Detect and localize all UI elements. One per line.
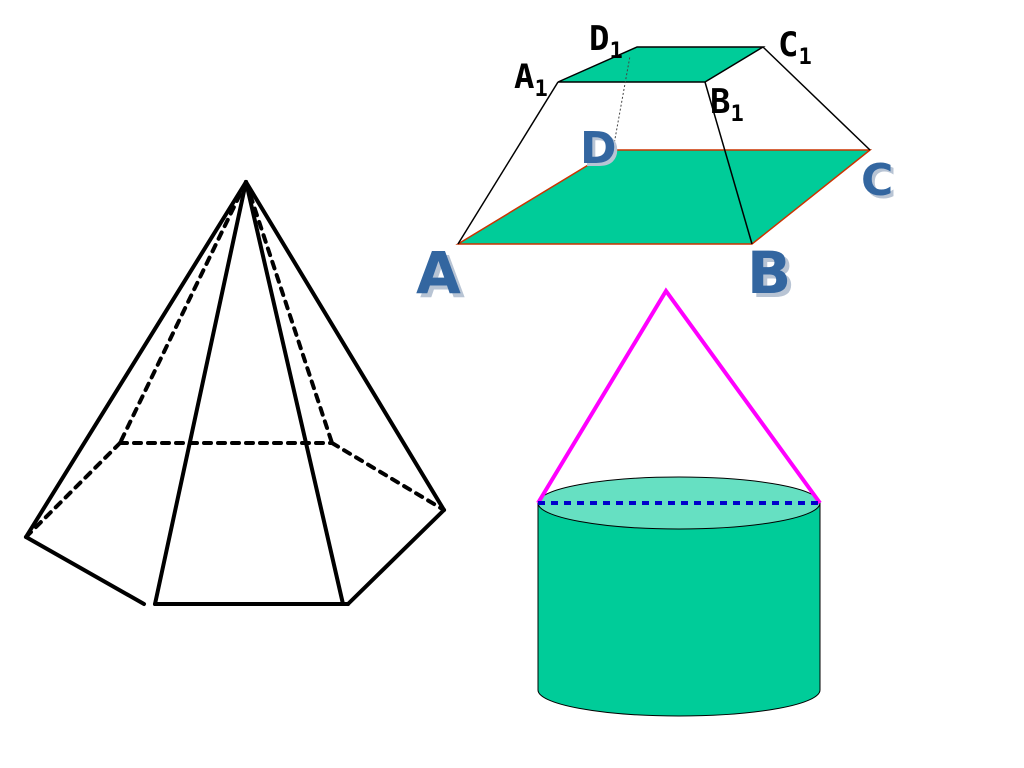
pyramid-lateral-edge [153, 180, 248, 606]
label-c1: C1 [778, 25, 812, 70]
frustum-edge-b-b1 [704, 81, 753, 245]
frustum: A1 D1 C1 B1 D D C C A A B B [416, 19, 896, 311]
label-c-shadow: C [864, 158, 896, 209]
cylinder-body [537, 502, 821, 717]
frustum-bottom-face [455, 149, 873, 245]
pyramid-hidden-base-edge [24, 441, 122, 539]
label-d: D [580, 123, 617, 174]
pyramid-hidden-edge [118, 180, 248, 445]
pyramid-base-edge [346, 508, 446, 606]
pyramid-hidden-edge [244, 180, 334, 445]
hexagonal-pyramid [24, 180, 446, 606]
pyramid-lateral-edge [244, 180, 345, 606]
label-b: B [747, 239, 791, 307]
pyramid-hidden-base-edge [330, 441, 446, 512]
frustum-edge-a-a1 [457, 81, 559, 245]
label-d1: D1 [589, 19, 623, 64]
frustum-edge-c-c1 [762, 46, 871, 151]
label-b1: B1 [710, 82, 744, 127]
pyramid-lateral-edge [24, 180, 248, 539]
cylinder-with-cone [536, 287, 822, 717]
label-a1: A1 [514, 57, 548, 102]
label-d-shadow: D [583, 126, 620, 177]
label-a: A [416, 239, 461, 307]
pyramid-lateral-edge [244, 180, 446, 512]
cone-outline [536, 287, 822, 505]
label-c: C [861, 155, 893, 206]
label-b-shadow: B [751, 243, 795, 311]
pyramid-base-edge [24, 535, 146, 606]
label-a-shadow: A [420, 243, 465, 311]
